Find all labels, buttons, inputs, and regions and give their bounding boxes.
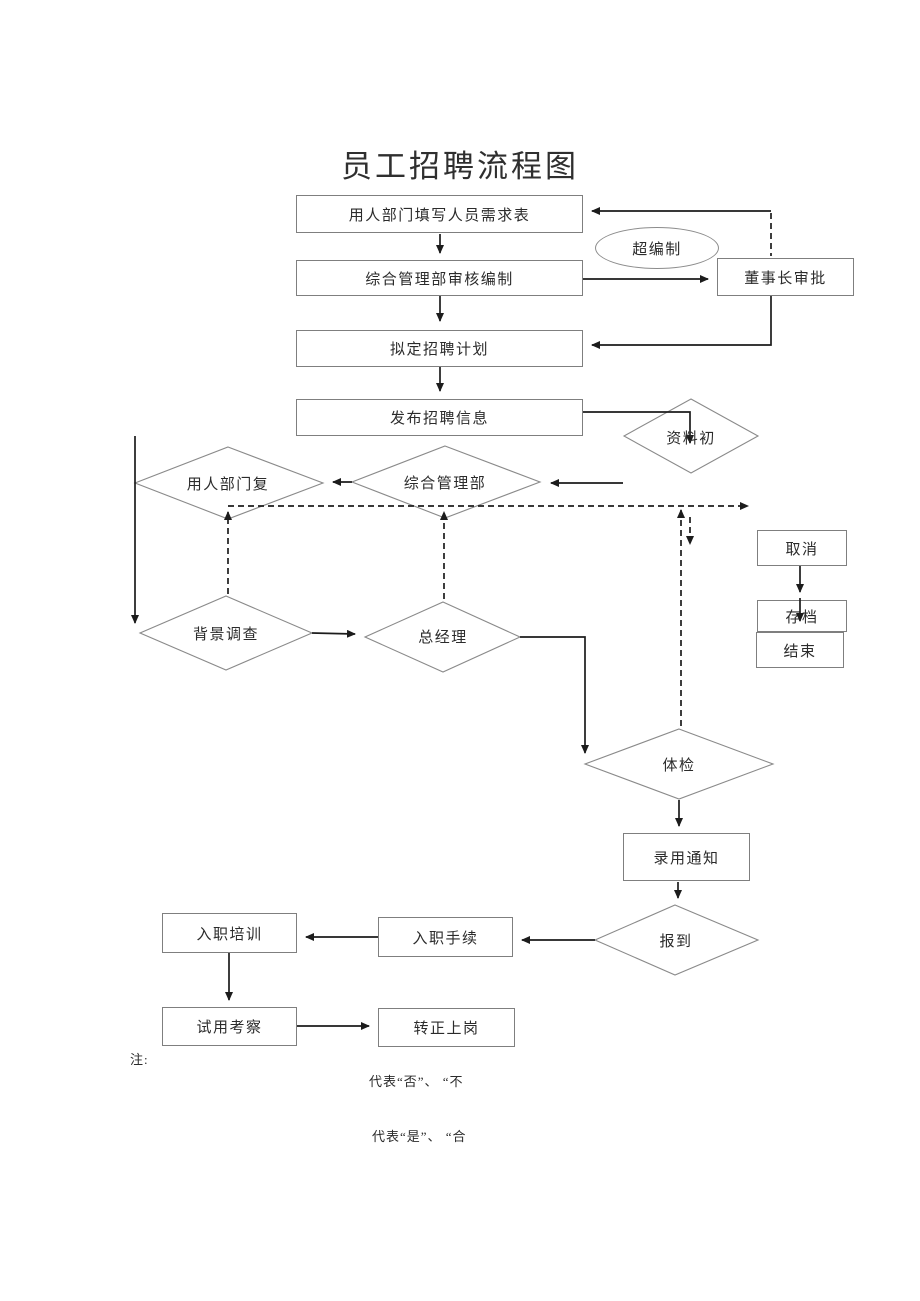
- node-draft-plan: 拟定招聘计划: [296, 330, 583, 367]
- node-label: 用人部门填写人员需求表: [348, 207, 531, 224]
- node-physical-exam: 体检: [662, 758, 696, 774]
- node-onboarding: 入职手续: [378, 917, 513, 957]
- legend-dashed-meaning: 代表“否”、 “不: [369, 1074, 464, 1089]
- arrow-background-check-to-gm: [311, 629, 356, 638]
- legend-solid-meaning: 代表“是”、 “合: [372, 1129, 467, 1144]
- node-label: 转正上岗: [413, 1021, 480, 1037]
- node-label: 综合管理部审核编制: [365, 271, 514, 288]
- node-label: 拟定招聘计划: [389, 342, 489, 358]
- node-finish: 结束: [756, 632, 844, 668]
- node-label: 录用通知: [653, 850, 720, 867]
- node-background-check: 背景调查: [192, 627, 259, 643]
- node-offer-notice: 录用通知: [623, 833, 750, 881]
- node-fill-request: 用人部门填写人员需求表: [296, 195, 583, 233]
- note-label: 注:: [130, 1052, 149, 1067]
- node-label: 发布招聘信息: [389, 411, 489, 427]
- node-over-establishment: 超编制: [595, 227, 719, 269]
- node-chairman-approval: 董事长审批: [717, 258, 854, 296]
- node-publish-info: 发布招聘信息: [296, 399, 583, 436]
- node-label: 结束: [783, 643, 817, 660]
- node-label: 试用考察: [196, 1020, 263, 1036]
- node-cancel: 取消: [757, 530, 847, 566]
- node-label: 入职培训: [196, 926, 263, 943]
- node-material-screening: 资料初: [666, 431, 716, 447]
- node-report-in: 报到: [659, 934, 693, 950]
- node-admin-dept: 综合管理部: [403, 476, 487, 492]
- node-probation: 试用考察: [162, 1007, 297, 1046]
- node-label: 超编制: [632, 241, 682, 258]
- node-archive: 存档: [757, 600, 847, 632]
- node-regular-position: 转正上岗: [378, 1008, 515, 1047]
- node-label: 存档: [785, 609, 819, 626]
- arrow-gm-to-physical: [520, 636, 589, 754]
- node-orientation: 入职培训: [162, 913, 297, 953]
- node-general-manager: 总经理: [418, 630, 468, 646]
- node-label: 董事长审批: [744, 270, 827, 287]
- node-dept-recheck: 用人部门复: [186, 477, 270, 493]
- page-title: 员工招聘流程图: [341, 149, 579, 184]
- node-label: 入职手续: [412, 930, 479, 947]
- arrow-chairman-to-plan: [591, 296, 772, 349]
- node-label: 取消: [785, 541, 819, 558]
- node-admin-review: 综合管理部审核编制: [296, 260, 583, 296]
